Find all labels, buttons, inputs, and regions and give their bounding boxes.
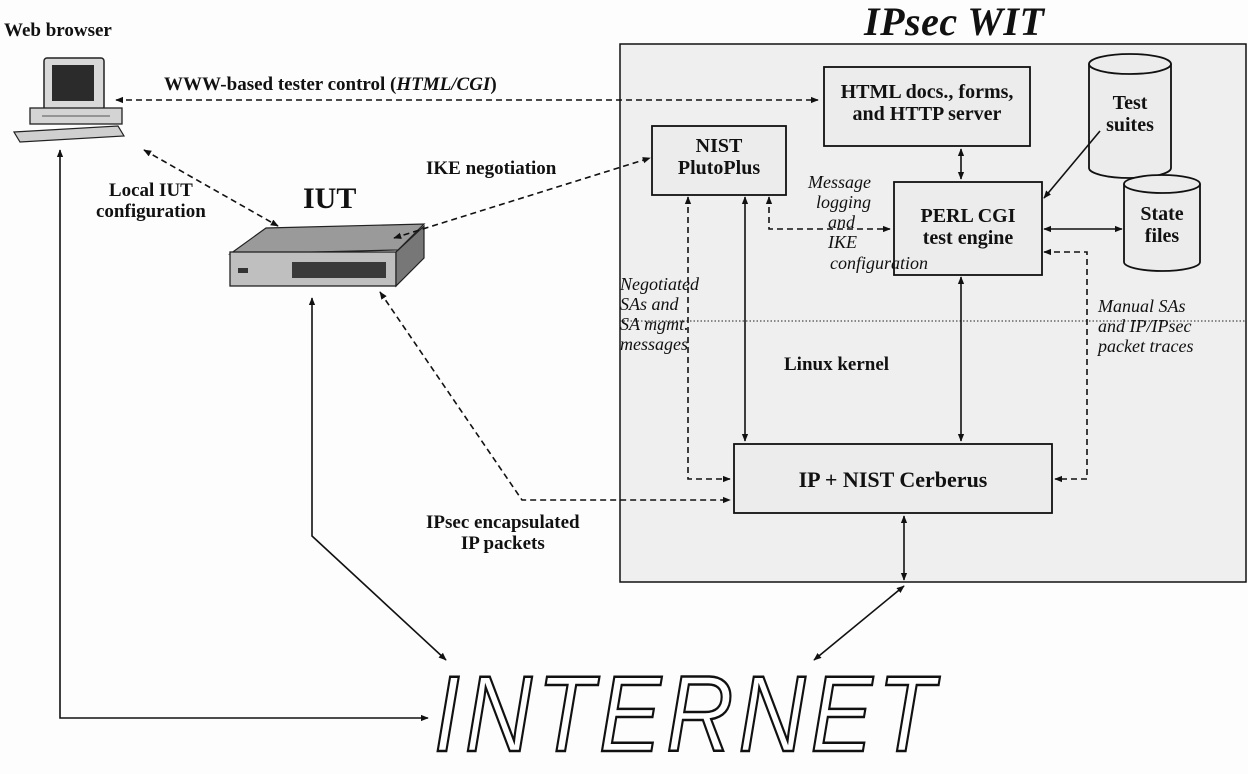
state-files-cylinder [1123,174,1201,272]
iut-internet-arrow [308,297,447,661]
state-files-label: State files [1140,203,1184,248]
ike-negotiation-arrow [393,157,651,239]
cerberus-label: IP + NIST Cerberus [798,467,988,492]
internet-label: INTERNET [433,653,940,774]
test-suites-arrow [1043,130,1101,199]
local-iut-config-label: Local IUT configuration [96,180,206,223]
plutoplus-box [651,125,787,196]
ipsec-encapsulated-label: IPsec encapsulated IP packets [426,512,580,555]
perl-cgi-label: PERL CGI test engine [920,205,1016,250]
manual-sas-label: Manual SAs and IP/IPsec packet traces [1098,296,1194,357]
html-server-label: HTML docs., forms, and HTTP server [840,81,1014,126]
linux-kernel-label: Linux kernel [784,354,890,375]
iut-device-icon [228,223,426,288]
negotiated-sas-label: Negotiated SAs and SA mgmt. messages [620,274,699,355]
wit-internet-arrow [813,585,905,661]
cerberus-box [733,443,1053,514]
message-logging-label: Message logging and IKE configuration [808,172,928,273]
test-suites-label: Test suites [1106,92,1154,137]
web-browser-label: Web browser [4,20,112,41]
manual-sas-arrow [1043,248,1088,483]
html-server-box [823,66,1031,147]
plutoplus-label: NIST PlutoPlus [677,135,761,180]
www-control-label: WWW-based tester control (HTML/CGI) [164,74,497,95]
browser-internet-arrow [56,149,429,722]
test-suites-cylinder [1088,53,1172,179]
ike-negotiation-label: IKE negotiation [426,158,557,179]
iut-label: IUT [303,182,357,215]
message-logging-arrow [765,196,891,233]
perl-cgi-box [893,181,1043,276]
ipsec-wit-title: IPsec WIT [864,0,1045,44]
web-browser-computer-icon [12,57,126,143]
